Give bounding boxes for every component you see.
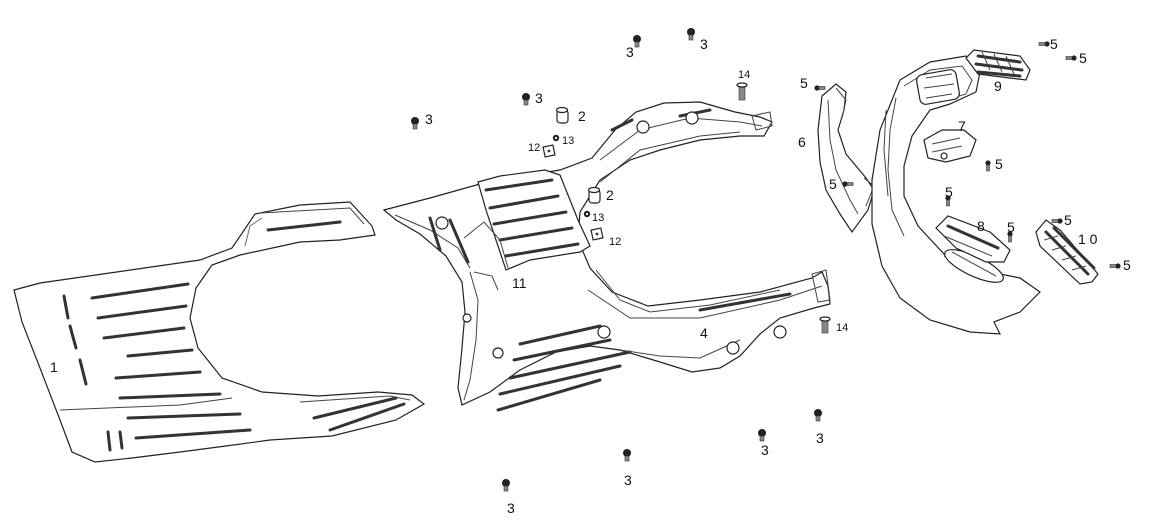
part-label-5-g: 5: [1007, 219, 1015, 235]
part-label-3-a: 3: [626, 44, 634, 60]
front-cover: [871, 55, 1041, 335]
screw-g: [623, 449, 631, 462]
part-label-3-c: 3: [535, 90, 543, 106]
screw-h: [502, 479, 510, 492]
part-label-3-f: 3: [761, 442, 769, 458]
footrest-right: [1035, 219, 1099, 285]
screw-f: [758, 429, 766, 442]
part-label-3-b: 3: [700, 36, 708, 52]
step-plate: [463, 169, 591, 291]
bumper-cap-upper: [555, 106, 569, 124]
small-screw-h: [1051, 218, 1063, 224]
part-label-3-e: 3: [816, 430, 824, 446]
small-screw-a: [814, 85, 826, 91]
part-label-3-g: 3: [624, 472, 632, 488]
part-label-14-upper: 14: [738, 69, 750, 81]
part-label-10: 1 0: [1078, 231, 1098, 247]
screw-b: [687, 28, 695, 41]
part-label-5-d: 5: [1079, 50, 1087, 66]
side-trim: [817, 83, 875, 234]
clip-lower: [590, 227, 604, 241]
part-label-13-lower: 13: [592, 212, 604, 224]
part-label-4: 4: [700, 325, 708, 341]
part-label-3-h: 3: [507, 500, 515, 516]
floor-panel: [13, 201, 426, 463]
part-label-5-i: 5: [1123, 257, 1131, 273]
part-label-5-c: 5: [1050, 36, 1058, 52]
nut-lower: [583, 210, 591, 218]
small-screw-f: [945, 195, 951, 207]
part-label-13-upper: 13: [562, 135, 574, 147]
part-label-7: 7: [958, 118, 966, 134]
small-screw-c: [1038, 41, 1050, 47]
screw-e: [814, 409, 822, 422]
part-label-14-lower: 14: [836, 322, 848, 334]
part-label-3-d: 3: [425, 111, 433, 127]
small-screw-g: [1007, 231, 1013, 243]
part-label-2-lower: 2: [606, 187, 614, 203]
part-label-5-b: 5: [829, 176, 837, 192]
part-label-5-h: 5: [1064, 212, 1072, 228]
footrest-left: [965, 49, 1031, 81]
part-label-12-lower: 12: [609, 236, 621, 248]
part-label-2-upper: 2: [578, 108, 586, 124]
screw-d: [411, 117, 419, 130]
small-screw-b: [842, 181, 854, 187]
pin-lower: [819, 316, 831, 334]
screw-c: [522, 93, 530, 106]
part-label-5-a: 5: [800, 75, 808, 91]
small-screw-i: [1109, 263, 1121, 269]
vent-grille: [935, 215, 1011, 263]
part-label-6: 6: [798, 134, 806, 150]
bumper-cap-lower: [587, 186, 601, 204]
part-label-9: 9: [994, 78, 1002, 94]
part-label-5-e: 5: [995, 156, 1003, 172]
nut-upper: [552, 134, 560, 142]
part-label-12-upper: 12: [528, 142, 540, 154]
clip-upper: [542, 144, 556, 158]
screw-a: [633, 35, 641, 48]
main-frame: [382, 101, 831, 412]
part-label-8: 8: [977, 218, 985, 234]
mount-bracket: [923, 129, 977, 163]
pin-upper: [736, 82, 748, 101]
small-screw-e: [985, 160, 991, 172]
part-label-5-f: 5: [945, 184, 953, 200]
part-label-11: 11: [512, 275, 527, 291]
part-label-1: 1: [50, 359, 58, 375]
small-screw-d: [1065, 55, 1077, 61]
